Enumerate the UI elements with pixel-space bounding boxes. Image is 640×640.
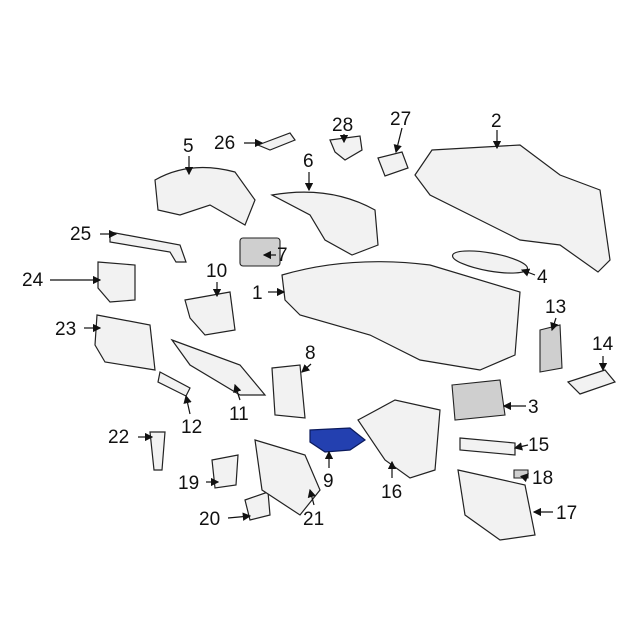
callout-11: 11 xyxy=(229,404,249,425)
part-5-instrument-bezel xyxy=(154,166,256,226)
part-1-instrument-panel xyxy=(281,261,521,371)
callout-2: 2 xyxy=(491,111,502,132)
callout-15: 15 xyxy=(528,435,549,456)
callout-25: 25 xyxy=(70,224,91,245)
part-22-bracket xyxy=(149,431,166,471)
leader-lines xyxy=(50,127,608,521)
part-4-defrost-grille xyxy=(451,250,529,274)
part-27-switch xyxy=(377,151,409,177)
part-17-console xyxy=(457,469,536,541)
part-3-airbag xyxy=(451,379,506,421)
callout-4: 4 xyxy=(537,267,548,288)
callout-9: 9 xyxy=(323,471,334,492)
callout-1: 1 xyxy=(252,283,263,304)
callout-26: 26 xyxy=(214,133,235,154)
callout-5: 5 xyxy=(183,136,194,157)
callout-16: 16 xyxy=(381,482,402,503)
part-24-bracket xyxy=(97,261,136,303)
callout-17: 17 xyxy=(556,503,577,524)
part-15-bracket xyxy=(459,437,516,456)
part-14-cover xyxy=(566,369,617,395)
part-21-cover xyxy=(254,439,321,516)
callout-27: 27 xyxy=(390,109,411,130)
part-28-bracket xyxy=(329,135,363,161)
callout-22: 22 xyxy=(108,427,129,448)
callout-19: 19 xyxy=(178,473,199,494)
callout-18: 18 xyxy=(532,468,553,489)
part-10-bracket xyxy=(184,291,236,336)
callout-labels: 26 28 27 2 5 6 25 7 4 10 24 1 13 23 8 14… xyxy=(22,109,614,530)
callout-20: 20 xyxy=(199,509,220,530)
part-9-highlighted xyxy=(309,427,367,453)
part-23-bracket xyxy=(94,314,156,371)
part-12-cover xyxy=(157,371,191,397)
part-19-bracket xyxy=(211,454,239,489)
callout-13: 13 xyxy=(545,297,566,318)
callout-7: 7 xyxy=(277,245,288,266)
callout-23: 23 xyxy=(55,319,76,340)
callout-28: 28 xyxy=(332,115,353,136)
callout-12: 12 xyxy=(181,417,202,438)
part-7-cluster xyxy=(239,237,281,267)
callout-21: 21 xyxy=(303,509,324,530)
part-16-glove-box xyxy=(357,399,441,479)
part-18-clip xyxy=(513,469,529,479)
part-13-switch xyxy=(539,324,563,373)
part-8-bracket xyxy=(271,364,306,419)
part-6-panel xyxy=(270,191,379,256)
callout-14: 14 xyxy=(592,334,614,355)
callout-10: 10 xyxy=(206,261,227,282)
callout-3: 3 xyxy=(528,397,539,418)
callout-8: 8 xyxy=(305,343,316,364)
part-26-trim xyxy=(256,132,296,151)
part-11-trim xyxy=(170,338,267,396)
callout-24: 24 xyxy=(22,270,44,291)
callout-6: 6 xyxy=(303,151,314,172)
part-2-dash-frame xyxy=(414,144,611,273)
part-25-brace xyxy=(109,231,187,263)
